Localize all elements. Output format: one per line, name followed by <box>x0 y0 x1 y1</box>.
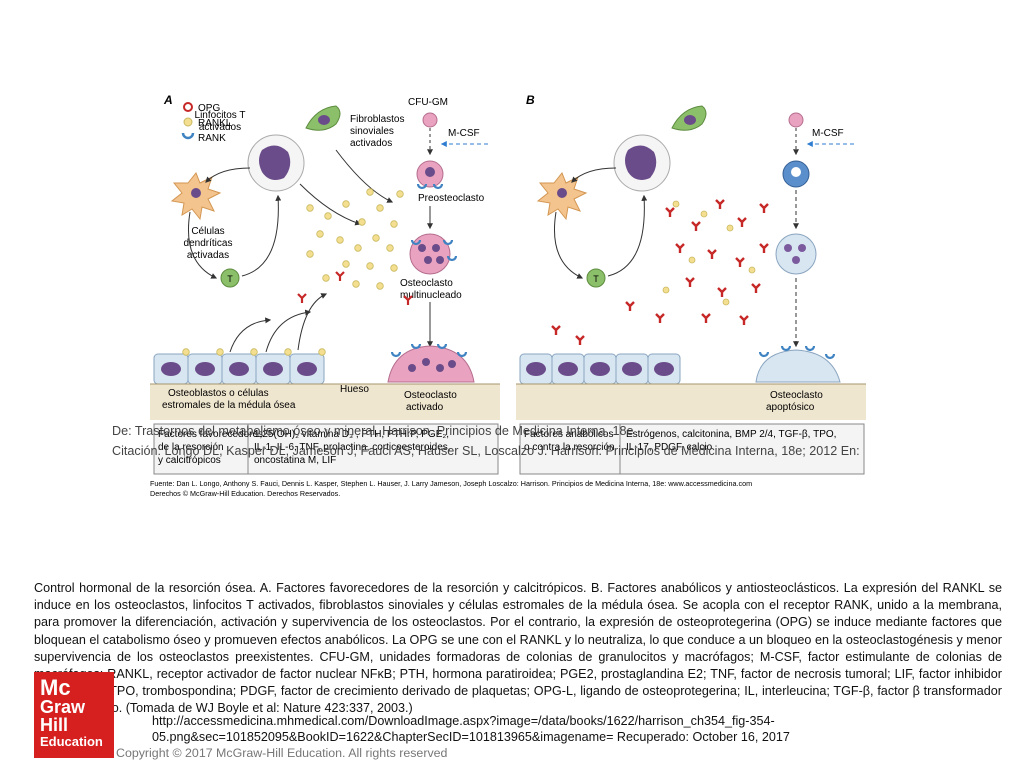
mcsf-label-b: M-CSF <box>812 128 844 139</box>
logo-hill: Hill <box>40 715 69 735</box>
factor-box-a-title-2: de la resorción <box>158 442 224 453</box>
dendritic-cell-b <box>536 172 588 221</box>
t-cell-nucleus <box>259 145 291 180</box>
multinucleated-label-2: multinucleado <box>400 290 462 301</box>
cfu-gm-cell <box>422 112 438 128</box>
t-mark-b: T <box>593 274 599 284</box>
citation-cite: Citación: Longo DL, Kasper DL, Jameson J… <box>112 444 860 458</box>
rankl-cloud-a <box>306 188 404 290</box>
t-cells-label-1: Linfocitos T <box>195 110 246 121</box>
fibroblasts-label-1: Fibroblastos <box>350 114 404 125</box>
factor-box-a-title-3: y calcitrópicos <box>158 455 221 466</box>
citation-from: De: Trastornos del metabolismo óseo y mi… <box>112 424 634 438</box>
figure-caption: Control hormonal de la resorción ósea. A… <box>34 581 1002 716</box>
t-cell-small-b <box>586 268 606 288</box>
t-mark-a: T <box>227 274 233 284</box>
apoptotic-label-1: Osteoclasto <box>770 390 823 401</box>
factor-box-b-text-2: IL-17, PDGF, calcio <box>626 442 713 453</box>
multinucleated-label-1: Osteoclasto <box>400 278 453 289</box>
logo-mc: Mc <box>40 675 71 700</box>
factor-box-a <box>153 423 499 475</box>
opg-marks-a <box>297 271 413 305</box>
bone-resorption-figure: A OPG RANKL RANK Linfocitos T activados … <box>150 93 866 498</box>
fibroblasts-label-3: activados <box>350 138 392 149</box>
active-osteoclast-label-2: activado <box>406 402 444 413</box>
cfu-gm-label: CFU-GM <box>408 97 448 108</box>
fibroblasts-label-2: sinoviales <box>350 126 394 137</box>
factor-box-b-text-1: Estrógenos, calcitonina, BMP 2/4, TGF-β,… <box>626 429 836 440</box>
legend-opg: OPG <box>198 103 220 114</box>
factor-box-b-title-1: Factores anabólicos <box>524 429 614 440</box>
legend-rank: RANK <box>198 133 226 144</box>
preosteoclast-label: Preosteoclasto <box>418 193 485 204</box>
factor-box-b-title-2: o contra la resorción <box>524 442 615 453</box>
mcsf-label-a: M-CSF <box>448 128 480 139</box>
logo-education: Education <box>40 734 103 749</box>
logo-graw: Graw <box>40 697 86 717</box>
citation-url-1[interactable]: http://accessmedicina.mhmedical.com/Down… <box>152 714 775 728</box>
dendritic-label-2: dendríticas <box>184 238 233 249</box>
dendritic-label-1: Células <box>191 226 224 237</box>
osteoclast-b <box>775 233 817 275</box>
figure-source-1: Fuente: Dan L. Longo, Anthony S. Fauci, … <box>150 479 752 488</box>
factor-box-a-text-3: oncostatina M, LIF <box>254 455 336 466</box>
apoptotic-osteoclast <box>755 349 841 383</box>
factor-box-b <box>519 423 865 475</box>
factor-box-a-text-2: IL-1, IL-6, TNF, prolactina, corticoeste… <box>254 442 451 453</box>
apoptotic-label-2: apoptósico <box>766 402 815 413</box>
mcgraw-hill-logo: Mc Graw Hill Education <box>34 672 114 758</box>
dendritic-label-3: activadas <box>187 250 229 261</box>
bone-band-a <box>150 384 500 420</box>
active-osteoclast-label-1: Osteoclasto <box>404 390 457 401</box>
dendritic-cell <box>170 172 222 221</box>
t-cell-small <box>220 268 240 288</box>
osteoblast-row-a <box>153 348 326 385</box>
bone-label: Hueso <box>340 384 369 395</box>
bone-band-b <box>516 384 866 420</box>
factor-box-a-text-1: 1,25(OH)₂ vitamina D₃ , PTH, PTHrP, PGE₂… <box>254 429 449 440</box>
citation-url-2[interactable]: 05.png&sec=101852095&BookID=1622&Chapter… <box>152 730 790 744</box>
factor-box-a-title-1: Factores favorecedores <box>158 429 263 440</box>
osteoblast-label-1: Osteoblastos o células <box>168 388 269 399</box>
active-osteoclast <box>387 345 475 383</box>
panel-b-letter: B <box>526 93 535 107</box>
panel-a-letter: A <box>163 93 173 107</box>
osteoblast-row-b <box>519 353 681 385</box>
panel-b: B M-CSF T <box>516 93 866 475</box>
t-cells-label-2: activados <box>199 122 241 133</box>
osteoblast-label-2: estromales de la médula ósea <box>162 400 296 411</box>
copyright-notice: Copyright © 2017 McGraw-Hill Education. … <box>116 746 448 760</box>
figure-source-2: Derechos © McGraw-Hill Education. Derech… <box>150 489 340 498</box>
opg-cloud-b <box>551 199 769 345</box>
legend-rankl: RANKL <box>198 118 232 129</box>
panel-a: A OPG RANKL RANK Linfocitos T activados … <box>150 93 500 475</box>
legend: OPG RANKL RANK <box>181 102 232 144</box>
